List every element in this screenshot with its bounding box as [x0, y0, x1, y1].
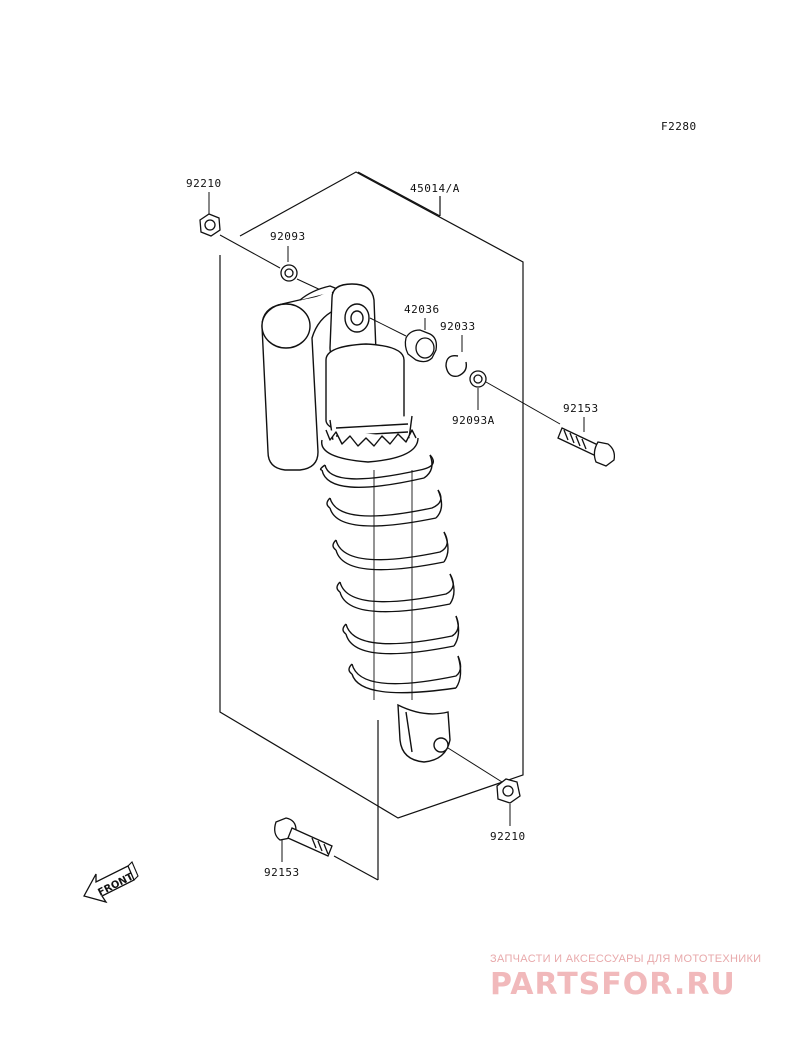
label-nut-bottom: 92210: [490, 830, 526, 843]
label-bushing: 42036: [404, 303, 440, 316]
watermark-brand: PARTSFOR.RU: [490, 967, 736, 1002]
nut-bottom-icon: [496, 778, 521, 804]
bushing-icon: [404, 329, 438, 363]
nut-top-icon: [199, 213, 221, 237]
label-bolt-bottom: 92153: [264, 866, 300, 879]
label-assembly: 45014/A: [410, 182, 460, 195]
label-bolt-top: 92153: [563, 402, 599, 415]
watermark-tagline: ЗАПЧАСТИ И АКСЕССУАРЫ ДЛЯ МОТОТЕХНИКИ: [490, 953, 761, 965]
front-direction-arrow-icon: FRONT: [83, 861, 139, 904]
circlip-icon: [445, 355, 468, 377]
label-washer-top: 92093: [270, 230, 306, 243]
bolt-top-icon: [557, 427, 616, 467]
bolt-bottom-icon: [274, 817, 333, 857]
label-circlip: 92033: [440, 320, 476, 333]
assembly-frame: [219, 171, 524, 819]
label-nut-top: 92210: [186, 177, 222, 190]
washer-right-icon: [469, 370, 487, 388]
bottom-clevis-icon: [397, 703, 451, 763]
label-washer-right: 92093A: [452, 414, 495, 427]
coil-spring-icon: [319, 454, 462, 700]
washer-top-icon: [280, 264, 298, 282]
diagram-code: F2280: [661, 120, 697, 133]
shock-absorber-icon: [261, 283, 419, 471]
